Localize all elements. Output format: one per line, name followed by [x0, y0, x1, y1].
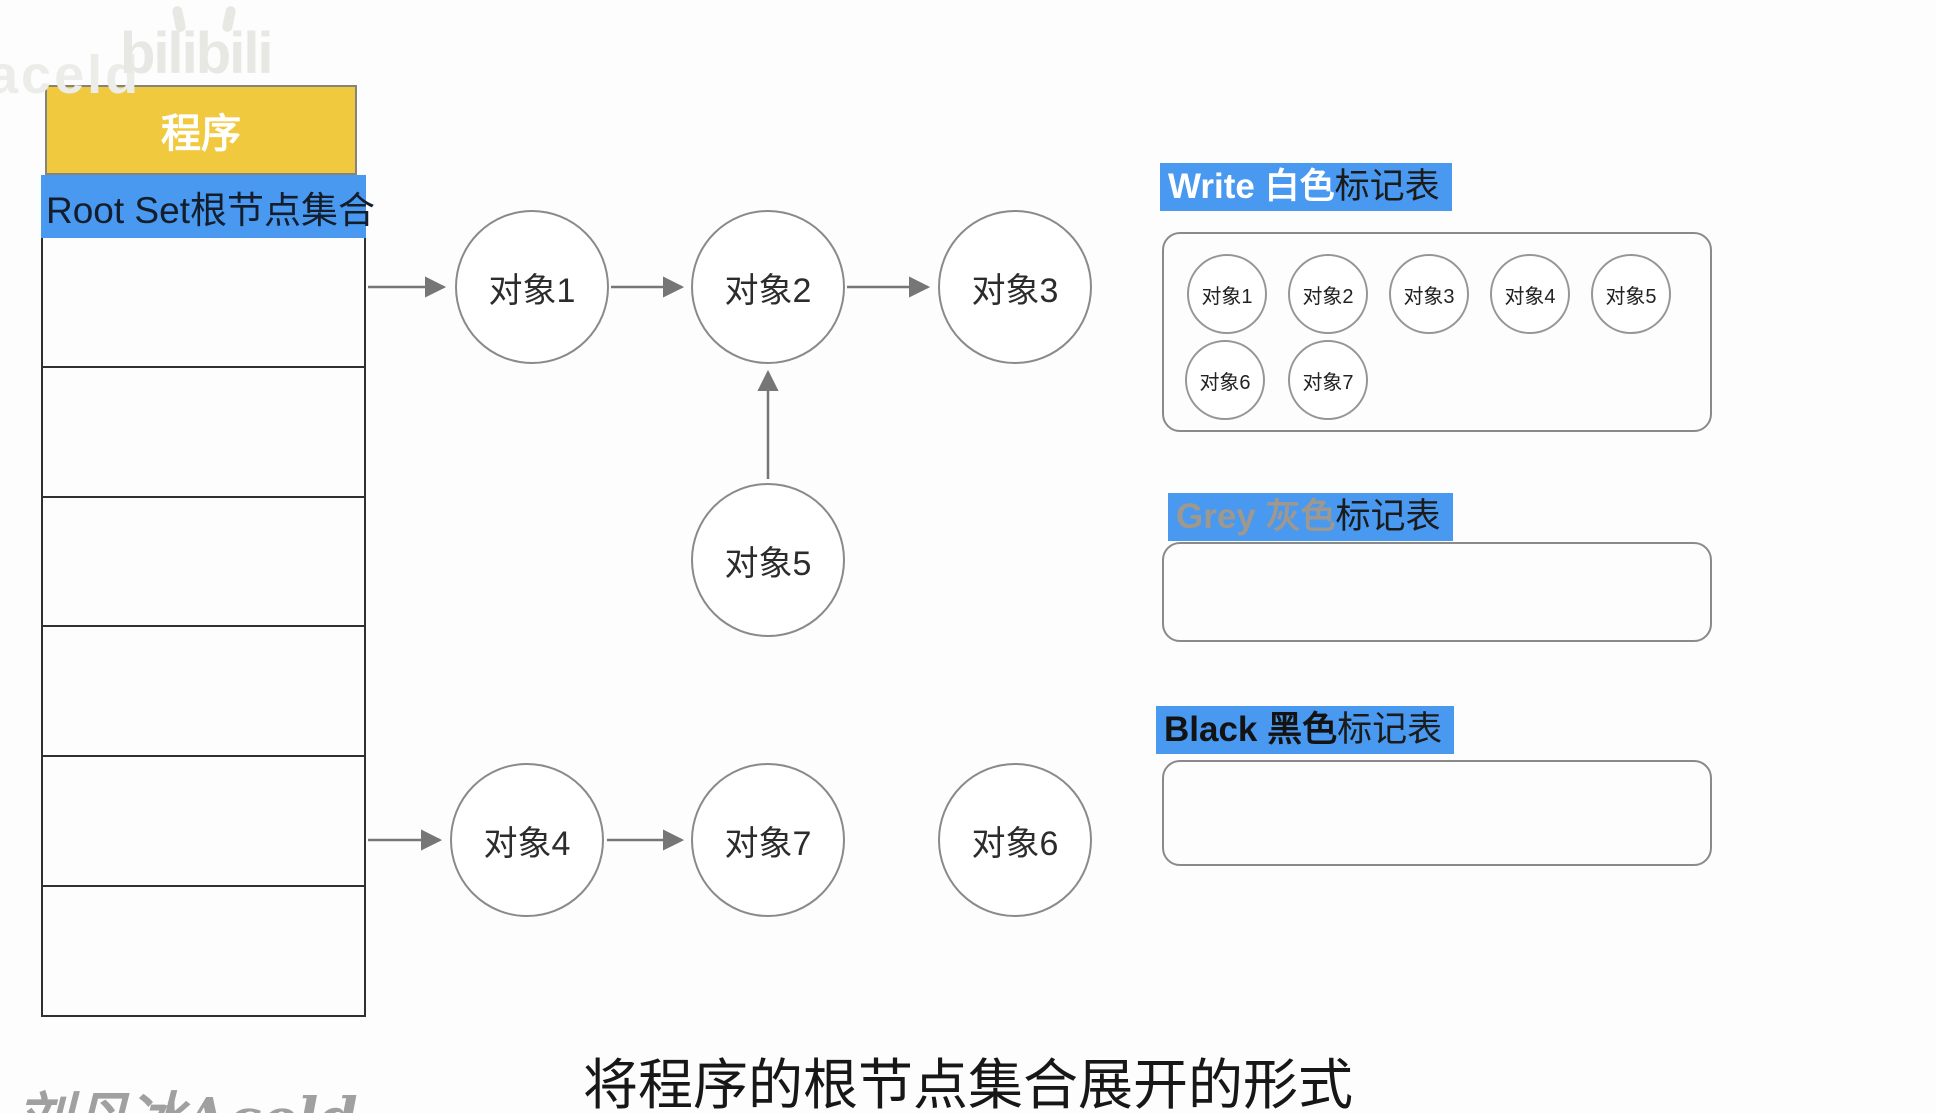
- stack-empty-row: [43, 627, 364, 758]
- stack-empty-row: [43, 757, 364, 888]
- root-set-row: Root Set根节点集合: [41, 175, 375, 238]
- stack-empty-row: [43, 368, 364, 498]
- aceld-watermark: aceld: [0, 45, 142, 105]
- bilibili-logo-watermark: bilibili: [120, 5, 274, 87]
- grey-table-box: [1162, 542, 1712, 642]
- node-object-2: 对象2: [691, 210, 845, 364]
- white-member-object-2: 对象2: [1288, 254, 1368, 334]
- white-member-object-3: 对象3: [1389, 254, 1469, 334]
- black-table-label: Black 黑色标记表: [1156, 706, 1455, 754]
- grey-table-label: Grey 灰色标记表: [1168, 493, 1453, 541]
- white-member-object-7: 对象7: [1288, 340, 1368, 420]
- white-table-label-en: Write 白色: [1168, 167, 1335, 206]
- node-object-6: 对象6: [938, 763, 1092, 917]
- caption: 将程序的根节点集合展开的形式: [582, 1054, 1354, 1113]
- stack-empty-row: [43, 238, 364, 368]
- white-member-object-5: 对象5: [1591, 254, 1671, 334]
- white-member-object-6: 对象6: [1185, 340, 1265, 420]
- white-table-box: 对象1 对象2 对象3 对象4 对象5 对象6 对象7: [1162, 232, 1712, 432]
- white-member-object-1: 对象1: [1187, 254, 1267, 334]
- stack-rows: [41, 238, 366, 1017]
- bilibili-wordmark: bilibili: [120, 21, 274, 86]
- node-object-7: 对象7: [691, 763, 845, 917]
- stack-empty-row: [43, 498, 364, 628]
- grey-table-label-en: Grey 灰色: [1176, 497, 1336, 536]
- white-table-label: Write 白色标记表: [1160, 163, 1452, 211]
- program-header: 程序: [45, 85, 357, 175]
- author-watermark: 刘丹冰Aceld: [16, 1074, 358, 1113]
- white-member-object-4: 对象4: [1490, 254, 1570, 334]
- node-object-4: 对象4: [450, 763, 604, 917]
- black-table-label-cn: 标记表: [1337, 710, 1443, 749]
- node-object-5: 对象5: [691, 483, 845, 637]
- node-object-1: 对象1: [455, 210, 609, 364]
- grey-table-label-cn: 标记表: [1335, 497, 1441, 536]
- black-table-label-en: Black 黑色: [1164, 710, 1338, 749]
- white-table-label-cn: 标记表: [1334, 167, 1440, 206]
- black-table-box: [1162, 760, 1712, 866]
- node-object-3: 对象3: [938, 210, 1092, 364]
